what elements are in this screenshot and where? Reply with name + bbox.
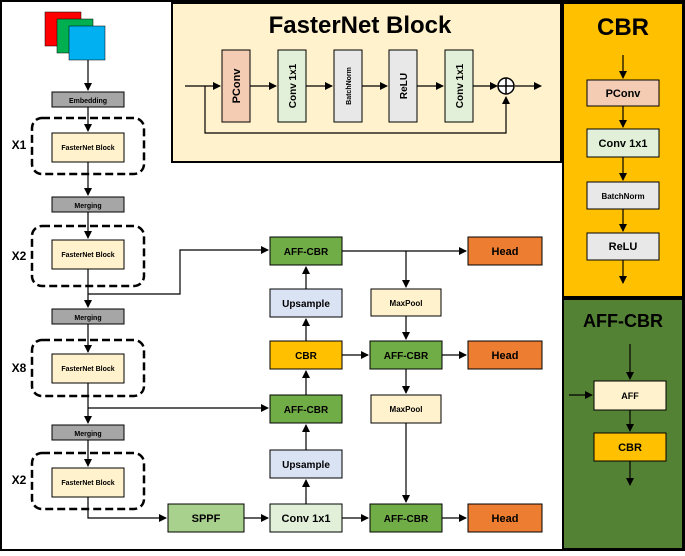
head2-label: Head: [492, 350, 519, 362]
stage4-block-box: [51, 467, 125, 498]
upsample2-label: Upsample: [282, 460, 330, 471]
fb-relu-box: [388, 49, 418, 123]
aff-out-mid-label: AFF-CBR: [384, 351, 429, 362]
fb-conv2-label: Conv 1x1: [455, 63, 466, 108]
aff-panel-aff-box: [593, 380, 667, 411]
aff-mid-box: [269, 394, 343, 424]
fb-pconv-label: PConv: [231, 68, 243, 104]
cbr-bn-label: BatchNorm: [601, 192, 644, 201]
stage3-repeat-label: X8: [12, 361, 27, 375]
upsample1-label: Upsample: [282, 299, 330, 310]
stage4-block-label: FasterNet Block: [61, 480, 114, 487]
aff-panel-cbr-box: [593, 432, 667, 462]
aff-mid-label: AFF-CBR: [284, 405, 329, 416]
stage4-repeat-label: X2: [12, 473, 27, 487]
fb-relu-label: ReLU: [399, 73, 410, 99]
stage3-block-box: [51, 353, 125, 384]
cbr-panel-title: CBR: [597, 14, 649, 41]
stage1-block-box: [51, 132, 125, 163]
cbr-relu-label: ReLU: [609, 241, 638, 253]
aff-out-bot-label: AFF-CBR: [384, 514, 429, 525]
conv1x1-label: Conv 1x1: [282, 513, 331, 525]
fb-bn-label: BatchNorm: [346, 67, 353, 105]
aff-panel-aff-label: AFF: [621, 391, 639, 401]
stage1-block-label: FasterNet Block: [61, 145, 114, 152]
sppf-label: SPPF: [192, 513, 221, 525]
embedding-label: Embedding: [69, 98, 107, 105]
fb-conv2-box: [444, 49, 474, 123]
fb-add-icon: [497, 77, 515, 95]
aff-top-label: AFF-CBR: [284, 247, 329, 258]
head2-box: [467, 340, 543, 370]
fb-conv1-label: Conv 1x1: [288, 63, 299, 108]
cbr-box: [269, 340, 343, 370]
fasternet-block-title: FasterNet Block: [269, 12, 452, 39]
neck-arrows: [244, 247, 467, 522]
head3-box: [467, 503, 543, 533]
cbr-pconv-label: PConv: [606, 88, 642, 100]
aff-cbr-panel-title: AFF-CBR: [583, 311, 663, 331]
aff-cbr-panel: [562, 298, 684, 550]
upsample2-box: [269, 449, 343, 479]
fb-bn-box: [333, 49, 363, 123]
backbone-arrows: [84, 60, 269, 522]
head3-label: Head: [492, 513, 519, 525]
stage2-block-label: FasterNet Block: [61, 252, 114, 259]
cbr-label: CBR: [295, 351, 317, 362]
stage2-repeat-label: X2: [12, 249, 27, 263]
cbr-conv-label: Conv 1x1: [599, 138, 648, 150]
cbr-pconv-box: [586, 79, 660, 107]
head1-label: Head: [492, 246, 519, 258]
merging3-label: Merging: [74, 431, 101, 438]
stage3-block-label: FasterNet Block: [61, 366, 114, 373]
input-image-stack-icon: [44, 11, 106, 61]
merging2-label: Merging: [74, 315, 101, 322]
aff-panel-cbr-label: CBR: [618, 442, 642, 454]
merging1-label: Merging: [74, 203, 101, 210]
maxpool2-label: MaxPool: [390, 405, 423, 414]
fb-arrows: [185, 82, 542, 134]
maxpool1-label: MaxPool: [390, 299, 423, 308]
fb-pconv-box: [221, 49, 251, 123]
head1-box: [467, 236, 543, 266]
stage1-repeat-label: X1: [12, 138, 27, 152]
maxpool1-box: [370, 288, 442, 317]
cbr-bn-box: [586, 181, 660, 210]
aff-panel-arrows: [569, 344, 634, 486]
